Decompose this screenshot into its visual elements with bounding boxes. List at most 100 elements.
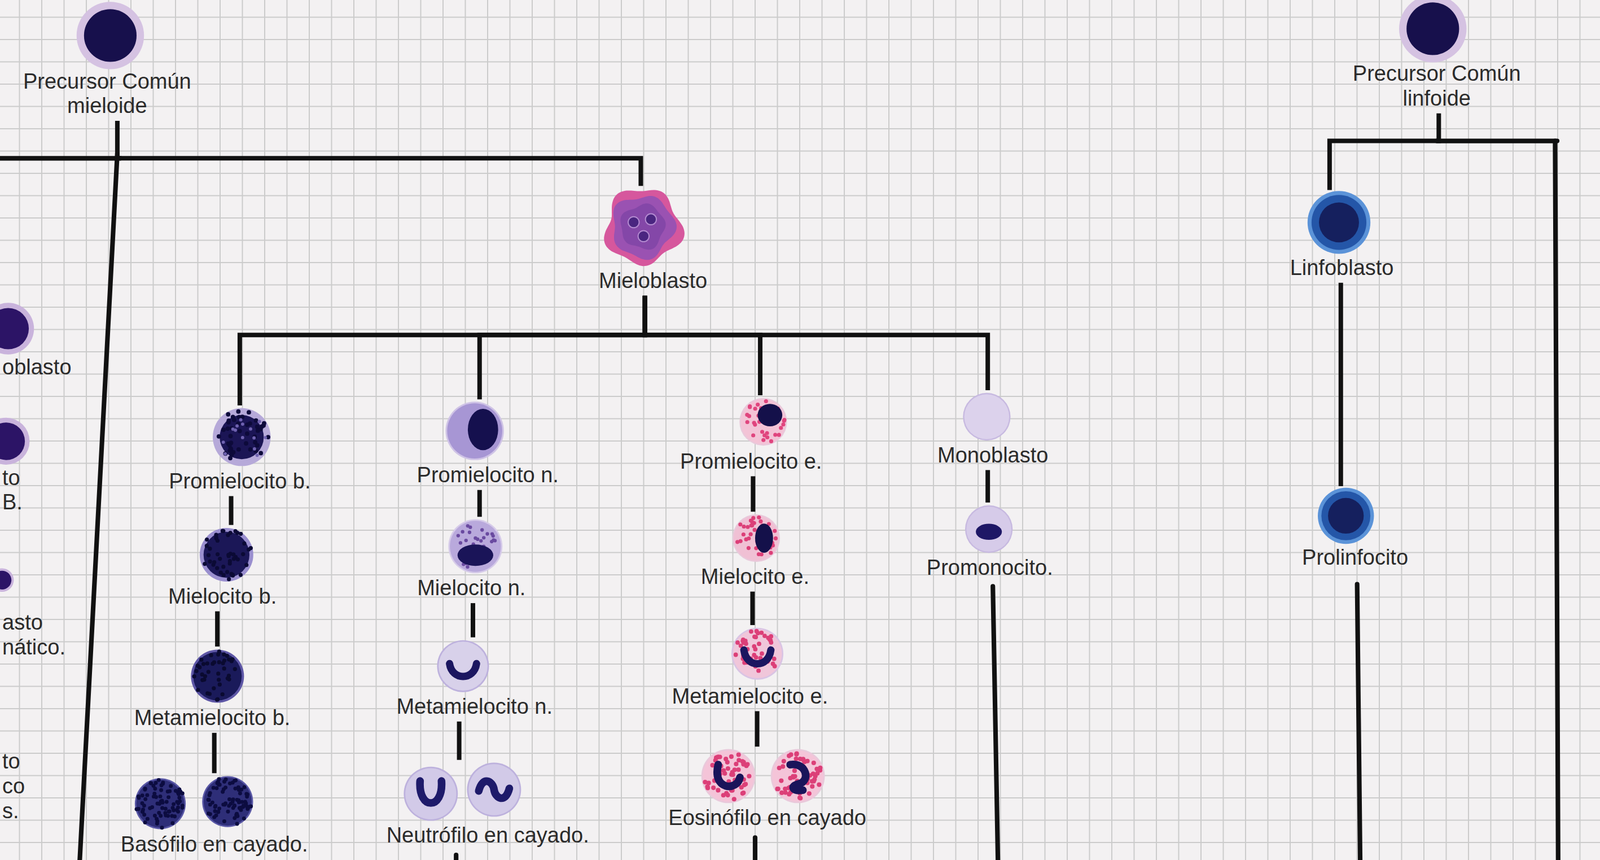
cell-label: asto nático. bbox=[2, 610, 76, 660]
cell-illustration bbox=[667, 624, 834, 685]
cell-node: Promielocito n. bbox=[412, 399, 564, 490]
cell-node: Promielocito b. bbox=[164, 405, 315, 496]
cell-illustration bbox=[675, 395, 827, 450]
blood-cell bbox=[732, 514, 780, 562]
cell-illustration bbox=[663, 746, 871, 806]
connector-line bbox=[645, 295, 989, 390]
cell-illustration bbox=[1285, 189, 1399, 256]
tree-line bbox=[1436, 138, 1558, 144]
cell-illustration bbox=[116, 772, 313, 832]
cell-label: Metamielocito b. bbox=[129, 705, 296, 731]
blood-cell bbox=[0, 417, 30, 465]
cell-label: oblasto bbox=[2, 354, 74, 380]
cell-label: Metamielocito e. bbox=[667, 684, 834, 709]
cell-node: Prolinfocito bbox=[1297, 485, 1413, 573]
cell-illustration bbox=[391, 637, 558, 695]
cell-label: Mieloblasto bbox=[594, 268, 712, 294]
cell-illustration bbox=[382, 759, 594, 823]
cell-node: to co s. bbox=[2, 748, 31, 826]
cell-label: Mielocito n. bbox=[412, 575, 530, 601]
cell-node: to B. bbox=[2, 416, 37, 517]
tree-line bbox=[1357, 584, 1361, 860]
cell-label: Promonocito. bbox=[922, 555, 1058, 581]
blood-cell bbox=[1307, 191, 1370, 254]
cell-illustration bbox=[164, 405, 315, 469]
cell-label: Promielocito e. bbox=[675, 449, 827, 475]
cell-node: Metamielocito b. bbox=[129, 646, 296, 733]
cell-node: Metamielocito n. bbox=[391, 637, 558, 722]
cell-node: Precursor Común mieloide bbox=[14, 2, 201, 121]
blood-cell bbox=[202, 776, 253, 827]
cell-label: Mielocito e. bbox=[696, 564, 814, 590]
cell-label: Precursor Común linfoide bbox=[1343, 61, 1531, 111]
blood-cell bbox=[445, 401, 504, 460]
tree-line bbox=[79, 152, 118, 860]
cell-label: Monoblasto bbox=[932, 443, 1053, 468]
cell-label: Eosinófilo en cayado bbox=[663, 805, 871, 831]
cell-illustration bbox=[696, 511, 814, 565]
blood-cell bbox=[190, 649, 244, 703]
cell-node: Mielocito e. bbox=[696, 511, 814, 591]
cell-node: Basófilo en cayado. bbox=[116, 772, 313, 859]
cell-label: Precursor Común mieloide bbox=[14, 69, 201, 119]
cell-label: to B. bbox=[2, 465, 37, 515]
cell-node: Monoblasto bbox=[932, 389, 1053, 470]
tree-line bbox=[992, 585, 998, 860]
cell-illustration bbox=[163, 524, 282, 585]
blood-cell bbox=[1317, 487, 1374, 544]
connector-line bbox=[755, 710, 760, 747]
cell-illustration bbox=[14, 2, 201, 69]
cell-node: Promonocito. bbox=[922, 502, 1058, 582]
blood-cell bbox=[1399, 0, 1467, 63]
blood-cell bbox=[603, 190, 685, 267]
connector-line bbox=[117, 120, 642, 186]
cell-illustration bbox=[932, 389, 1053, 444]
cell-illustration bbox=[129, 646, 296, 706]
blood-cell bbox=[731, 627, 784, 680]
blood-cell bbox=[701, 748, 756, 804]
tree-line bbox=[1554, 141, 1558, 860]
cell-illustration bbox=[2, 565, 76, 611]
cell-illustration bbox=[412, 516, 530, 576]
blood-cell bbox=[448, 519, 503, 574]
tree-line bbox=[453, 854, 459, 860]
cell-label: Promielocito n. bbox=[412, 462, 564, 488]
connector-line bbox=[1329, 113, 1439, 191]
cell-label: to co s. bbox=[2, 748, 31, 823]
connector-line bbox=[477, 489, 482, 517]
blood-cell bbox=[76, 2, 144, 70]
cell-illustration bbox=[1297, 485, 1413, 546]
blood-cell bbox=[134, 777, 186, 830]
connector-line bbox=[750, 475, 756, 512]
cell-node: Linfoblasto bbox=[1285, 189, 1399, 283]
blood-cell bbox=[403, 766, 458, 821]
blood-cell bbox=[0, 568, 14, 593]
connector-line bbox=[239, 295, 646, 406]
blood-cell bbox=[770, 748, 826, 804]
blood-cell bbox=[0, 303, 34, 355]
cell-illustration bbox=[2, 416, 37, 466]
connector-line bbox=[750, 591, 755, 625]
cell-label: Neutrófilo en cayado. bbox=[382, 822, 594, 848]
cell-label: Metamielocito n. bbox=[391, 694, 558, 720]
blood-cell bbox=[466, 761, 521, 817]
blood-cell bbox=[965, 505, 1013, 553]
cell-illustration bbox=[922, 502, 1058, 556]
blood-cell bbox=[199, 527, 254, 582]
connector-line bbox=[470, 602, 476, 638]
cell-node: Mieloblasto bbox=[594, 185, 712, 296]
cell-node: Mielocito n. bbox=[412, 516, 530, 603]
blood-cell bbox=[962, 392, 1011, 441]
connector-line bbox=[645, 295, 761, 396]
blood-cell bbox=[212, 408, 271, 467]
cell-node: Neutrófilo en cayado. bbox=[382, 759, 594, 850]
tree-line bbox=[752, 836, 758, 860]
cell-label: Prolinfocito bbox=[1297, 545, 1413, 571]
connector-line bbox=[479, 295, 646, 400]
cell-illustration bbox=[2, 301, 74, 355]
cell-node: oblasto bbox=[2, 301, 74, 382]
cell-node: Mielocito b. bbox=[163, 524, 282, 612]
cell-node: asto nático. bbox=[2, 565, 76, 663]
cell-label: Mielocito b. bbox=[163, 584, 282, 609]
cell-node: Promielocito e. bbox=[675, 395, 827, 476]
